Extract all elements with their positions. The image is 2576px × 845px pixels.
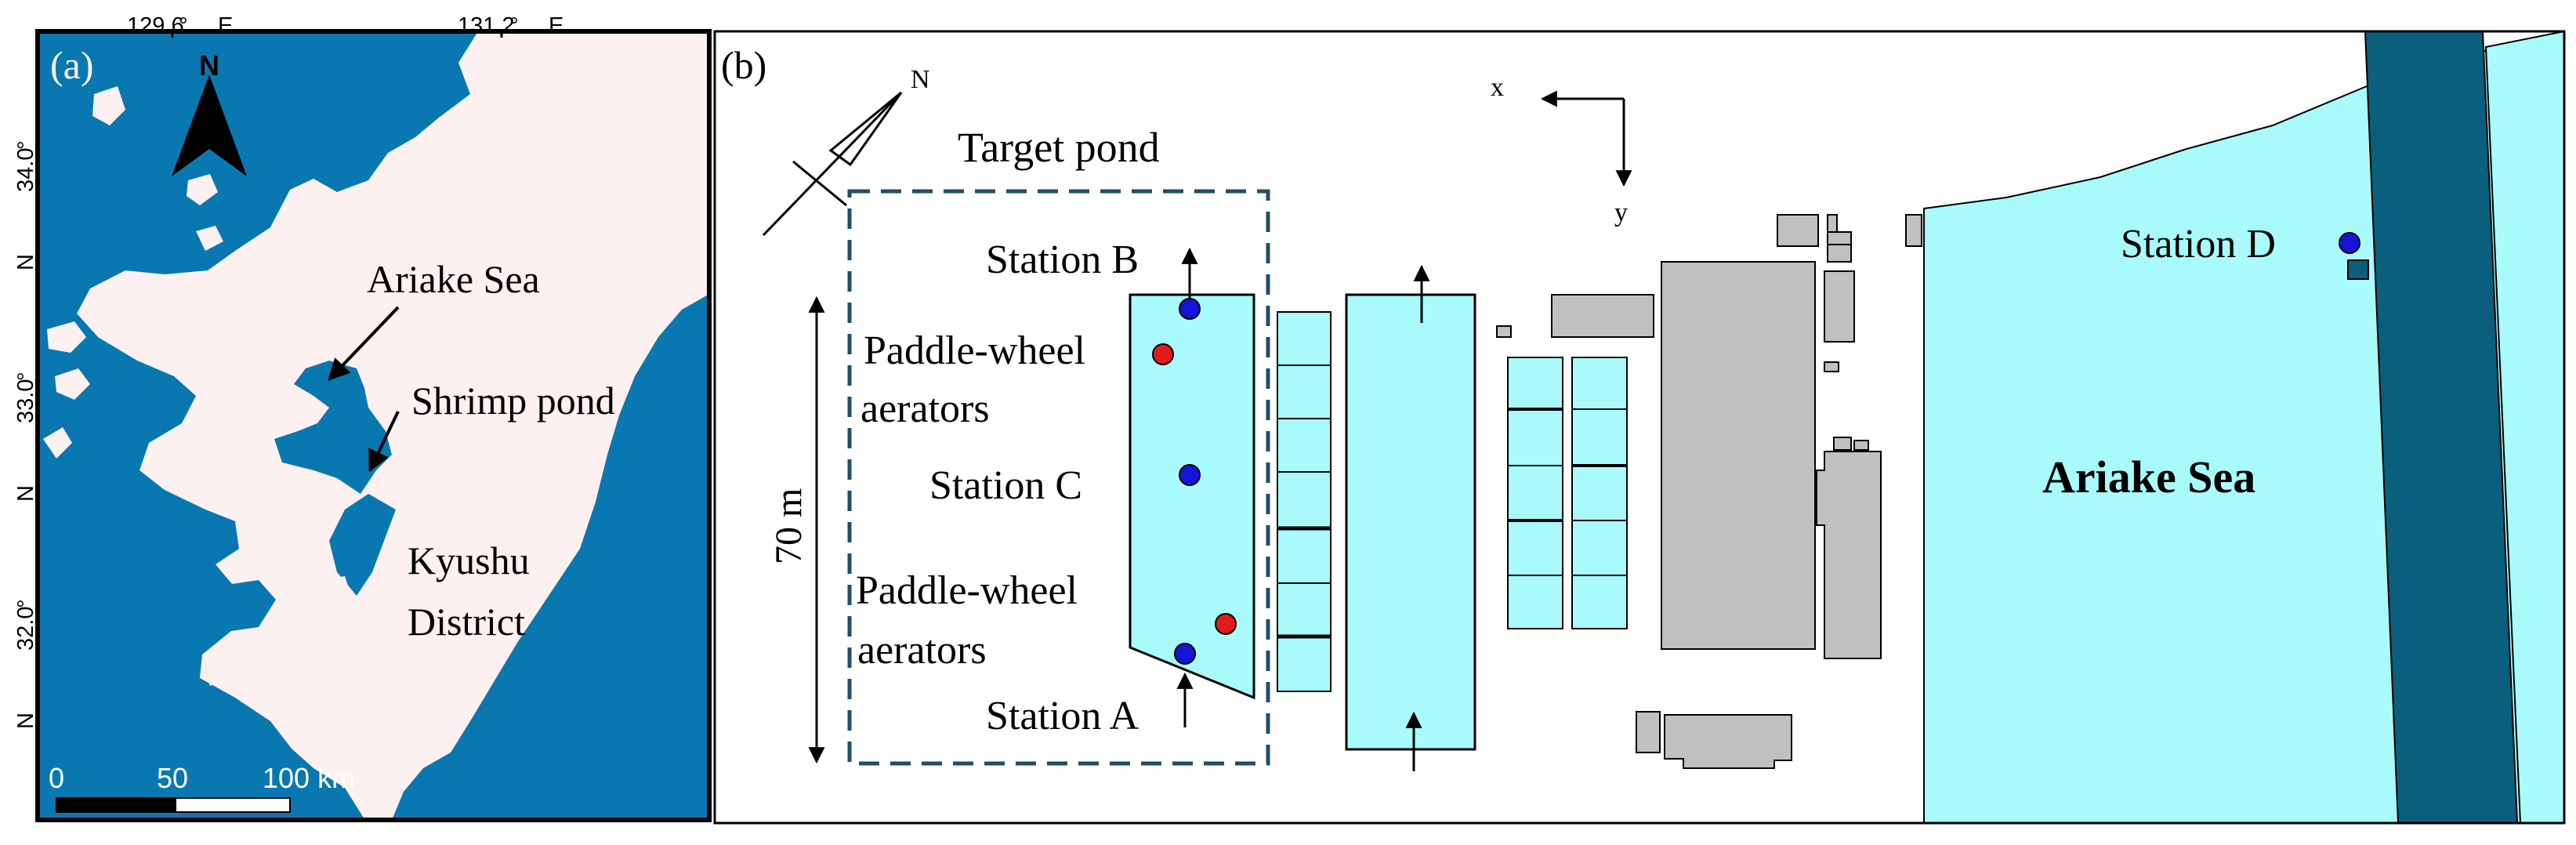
scale-tick-50: 50 [157,762,188,794]
pond-grid-2 [1571,357,1628,629]
station-d-label: Station D [2121,222,2276,267]
aerator-marker-1 [1152,343,1174,365]
tick-131-2-dir: E [549,13,563,38]
tick-129-6-unit: ° [179,13,188,38]
label-shrimp-pond: Shrimp pond [411,379,615,422]
ariake-sea-label: Ariake Sea [2042,452,2255,502]
panel-b-frame [713,30,2566,825]
scale-tick-0: 0 [49,762,64,794]
tick-33-dir: N [13,485,38,502]
small-pond-column [1277,311,1331,692]
panel-b-label: (b) [721,43,766,87]
pointer-ariake [328,306,400,382]
panel-a-label: (a) [50,43,94,87]
scale-tick-100: 100 km [263,762,355,794]
tick-131-2-unit: ° [509,13,519,38]
station-c-label: Station C [929,463,1082,508]
aerator-marker-2 [1215,613,1237,635]
station-d-marker [2339,232,2360,254]
amakusa-islands [255,517,353,611]
dimension-label: 70 m [768,488,810,564]
tick-33-deg: 33.0 [13,379,38,423]
north-arrow-icon: N [172,49,247,176]
aerators-2-line2: aerators [857,628,987,673]
target-pond-outline [847,189,1270,766]
north-label-b: N [911,65,930,94]
tick-32-unit: ° [13,599,38,608]
top-tick-labels: 129.6 ° E 131.2 ° E [127,13,563,38]
panel-a-frame [35,29,712,822]
tick-34-deg: 34.0 [13,148,38,192]
yatsushiro-bay [329,494,396,596]
pointer-shrimp-pond [368,411,400,473]
xy-axis-icon: x y [1491,73,1632,227]
station-a-label: Station A [986,694,1139,738]
panel-b-site-map: (b) N x y Target pond [713,30,2566,825]
north-label-a: N [199,49,219,82]
north-compass-icon: N [762,65,930,237]
panel-a-location-map: 129.6 ° E 131.2 ° E 34.0 ° N 33.0 ° N 32… [13,13,712,822]
station-c-marker [1179,464,1201,486]
aerators-1-line2: aerators [860,386,990,431]
aerators-1-line1: Paddle-wheel [864,328,1085,373]
label-ariake-sea: Ariake Sea [367,257,540,301]
scale-bar: 0 50 100 km [49,762,355,813]
tick-129-6-dir: E [218,13,233,38]
tick-129-6-deg: 129.6 [127,13,184,38]
label-kyushu-1: Kyushu [408,539,530,582]
shikoku-coast [635,31,709,110]
pond-grid-1 [1507,357,1563,629]
tick-33-unit: ° [13,372,38,381]
target-pond [1129,293,1255,700]
target-pond-label: Target pond [958,124,1160,171]
label-kyushu-2: District [408,600,525,644]
axis-y-label: y [1614,198,1628,227]
station-a-marker [1174,643,1196,665]
axis-x-label: x [1491,73,1504,102]
left-tick-labels: 34.0 ° N 33.0 ° N 32.0 ° N [13,140,38,729]
ariake-bay [274,361,392,494]
station-b-label: Station B [986,238,1139,282]
coastal-road [2364,31,2519,823]
tick-131-2-deg: 131.2 [458,13,515,38]
tick-34-unit: ° [13,140,38,150]
tick-32-deg: 32.0 [13,607,38,651]
large-pond [1345,293,1476,751]
buildings [1496,214,2369,769]
tick-34-dir: N [13,254,38,270]
aerators-2-line1: Paddle-wheel [856,568,1078,613]
station-b-marker [1179,298,1201,320]
tick-32-dir: N [13,713,38,729]
